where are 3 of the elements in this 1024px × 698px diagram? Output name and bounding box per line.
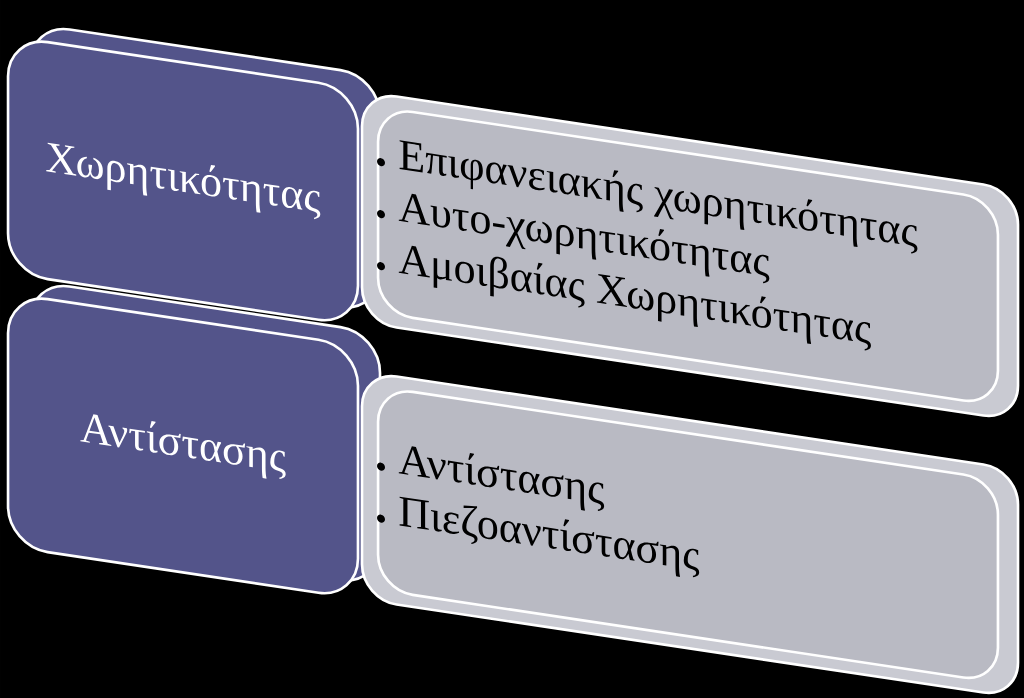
- category-box: Αντίστασης: [6, 297, 360, 595]
- list-box: [376, 110, 1000, 403]
- list-box: [376, 390, 1000, 680]
